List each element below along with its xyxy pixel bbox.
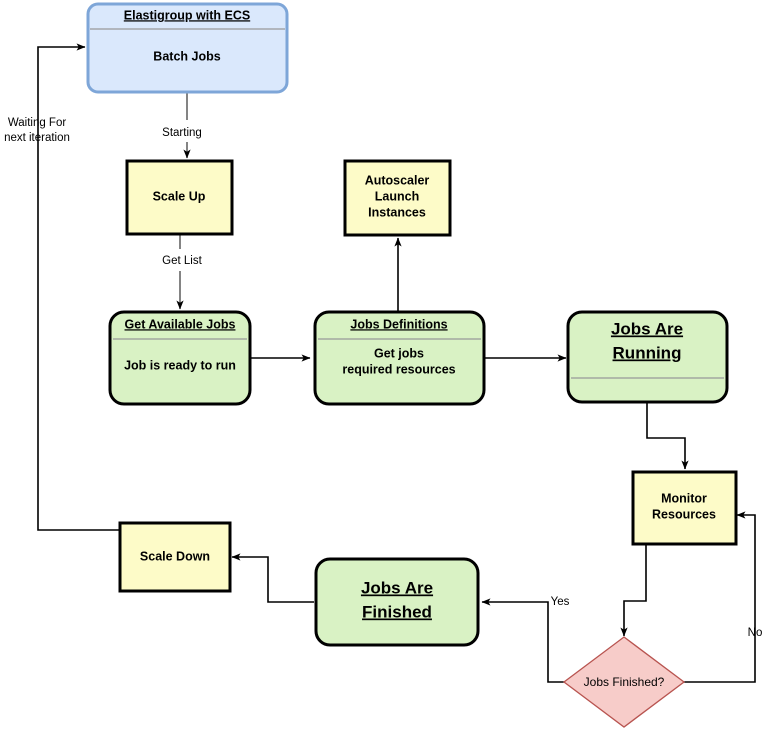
node-jobs-are-running[interactable]: Jobs Are Running bbox=[566, 310, 729, 404]
node-elastigroup[interactable]: Elastigroup with ECS Batch Jobs bbox=[86, 2, 289, 94]
node-label-line1: Autoscaler bbox=[365, 173, 430, 187]
node-label-line2: Launch bbox=[375, 189, 419, 203]
edge-label-waiting-line2: next iteration bbox=[4, 132, 70, 144]
node-label: Scale Down bbox=[140, 549, 210, 563]
edge-decision-yes-to-jobs-are-finished bbox=[481, 598, 565, 683]
node-shape bbox=[631, 470, 738, 546]
node-label-line3: Instances bbox=[368, 205, 426, 219]
node-body: Batch Jobs bbox=[153, 49, 220, 63]
node-shape bbox=[125, 159, 234, 236]
edge-monitor-resources-to-decision bbox=[620, 544, 647, 637]
edge-label-get-list: Get List bbox=[162, 255, 202, 267]
node-title: Jobs Definitions bbox=[350, 317, 447, 331]
node-label-line2: Resources bbox=[652, 507, 716, 521]
node-shape bbox=[562, 636, 686, 728]
node-label: Jobs Finished? bbox=[584, 675, 665, 689]
node-title-line1: Jobs Are bbox=[611, 319, 683, 338]
node-body-line1: Get jobs bbox=[374, 346, 424, 360]
node-body-line2: required resources bbox=[342, 362, 455, 376]
node-jobs-are-finished[interactable]: Jobs Are Finished bbox=[314, 557, 480, 647]
edge-scale-down-to-elastigroup bbox=[37, 43, 120, 531]
node-title-line2: Running bbox=[613, 343, 682, 362]
node-shape bbox=[343, 159, 452, 237]
edge-jobs-are-running-to-monitor-resources bbox=[646, 402, 689, 470]
node-monitor-resources[interactable]: Monitor Resources bbox=[631, 470, 738, 546]
edge-label-no: No bbox=[748, 627, 763, 639]
node-get-available-jobs[interactable]: Get Available Jobs Job is ready to run bbox=[108, 310, 252, 406]
node-title-line1: Jobs Are bbox=[361, 578, 433, 597]
edge-decision-no-to-monitor-resources bbox=[683, 511, 756, 683]
node-shape bbox=[86, 2, 289, 94]
node-title: Get Available Jobs bbox=[125, 317, 236, 331]
node-shape bbox=[566, 310, 729, 404]
node-shape bbox=[313, 310, 486, 406]
node-shape bbox=[314, 557, 480, 647]
node-title-line2: Finished bbox=[362, 602, 432, 621]
node-scale-up[interactable]: Scale Up bbox=[125, 159, 234, 236]
node-label: Scale Up bbox=[153, 189, 206, 203]
node-jobs-finished-decision[interactable]: Jobs Finished? bbox=[562, 636, 686, 728]
node-scale-down[interactable]: Scale Down bbox=[118, 521, 232, 593]
node-shape bbox=[108, 310, 252, 406]
node-title: Elastigroup with ECS bbox=[124, 8, 250, 22]
node-jobs-definitions[interactable]: Jobs Definitions Get jobs required resou… bbox=[313, 310, 486, 406]
edge-label-waiting-line1: Waiting For bbox=[8, 117, 67, 129]
edge-jobs-are-finished-to-scale-down bbox=[231, 553, 314, 603]
node-body: Job is ready to run bbox=[124, 358, 236, 372]
node-shape bbox=[118, 521, 232, 593]
node-label-line1: Monitor bbox=[661, 491, 707, 505]
edge-label-starting: Starting bbox=[162, 127, 202, 139]
node-autoscaler-launch-instances[interactable]: Autoscaler Launch Instances bbox=[343, 159, 452, 237]
edge-label-yes: Yes bbox=[551, 596, 570, 608]
